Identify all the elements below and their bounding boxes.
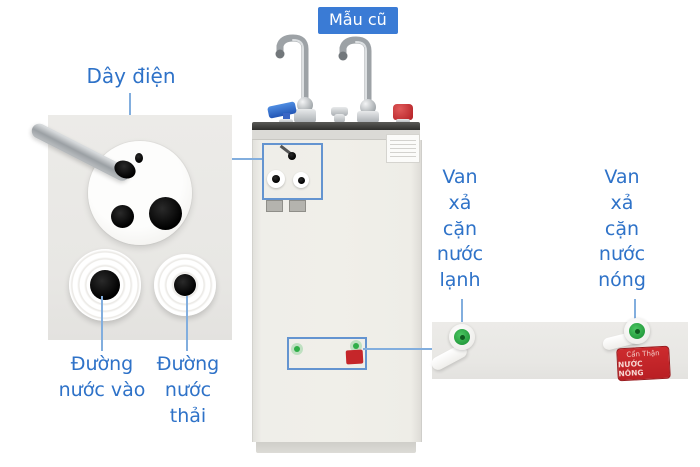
hot-knob-base: [396, 119, 410, 123]
drain-highlight-box: [287, 337, 367, 370]
connection-link-line: [232, 158, 262, 160]
cable-stub-connector: [288, 152, 296, 160]
warning-sticker-line2: NƯỚC NÓNG: [617, 359, 644, 379]
spec-sticker: [386, 134, 420, 163]
cold-handle-stem: [283, 113, 290, 122]
hot-drain-valve-pin: [634, 328, 640, 334]
hot-drain-valve-label: Van xả cặn nước nóng: [598, 166, 646, 292]
cold-drain-valve-pin: [459, 334, 465, 340]
cold-faucet: [275, 34, 309, 123]
cold-faucet-base: [294, 109, 316, 123]
machine-base: [256, 442, 416, 453]
model-badge: Mẫu cũ: [318, 7, 398, 34]
connection-highlight-box: [262, 143, 323, 200]
cable-clip: [135, 153, 143, 163]
cold-drain-valve-small-core: [294, 346, 300, 352]
spec-sticker-text-lines: [390, 140, 416, 159]
drain-hole: [174, 274, 196, 296]
water-inlet-hole: [90, 270, 120, 300]
center-fitting-stem: [334, 114, 345, 123]
hot-faucet: [338, 36, 372, 123]
plate-hole-large: [149, 197, 182, 230]
waste-water-label: Đường nước thải: [156, 353, 220, 427]
hot-water-warning-sticker: Cẩn Thận NƯỚC NÓNG: [616, 345, 671, 382]
hot-warning-sticker-small: [345, 349, 364, 365]
drain-port-hole: [298, 177, 305, 184]
port-label-sticker-left: [266, 200, 283, 212]
cold-drain-valve-label: Van xả cặn nước lạnh: [436, 166, 484, 292]
waste-water-callout-line: [186, 296, 188, 351]
inlet-port-hole: [272, 175, 280, 183]
hot-faucet-base: [357, 111, 379, 123]
inlet-closeup-photo: [29, 115, 232, 340]
cold-drain-callout-line: [461, 299, 463, 335]
water-inlet-callout-line: [101, 296, 103, 351]
machine-cabinet: [252, 140, 422, 442]
center-fitting-top: [331, 107, 348, 116]
hot-drain-callout-line: [634, 299, 636, 331]
hot-water-knob: [393, 104, 413, 120]
water-inlet-label: Đường nước vào: [58, 353, 146, 401]
machine-top-edge: [252, 122, 420, 130]
cold-handle-base: [279, 119, 293, 124]
machine-top-strip: [252, 130, 420, 140]
port-label-sticker-right: [289, 200, 306, 212]
hot-drain-valve-small-core: [353, 343, 359, 349]
drain-valves-closeup-photo: Cẩn Thận NƯỚC NÓNG: [429, 318, 688, 382]
plate-hole-small: [111, 205, 134, 228]
model-badge-label: Mẫu cũ: [329, 10, 387, 29]
power-cord-label: Dây điện: [86, 64, 176, 88]
drain-link-line: [363, 348, 432, 350]
